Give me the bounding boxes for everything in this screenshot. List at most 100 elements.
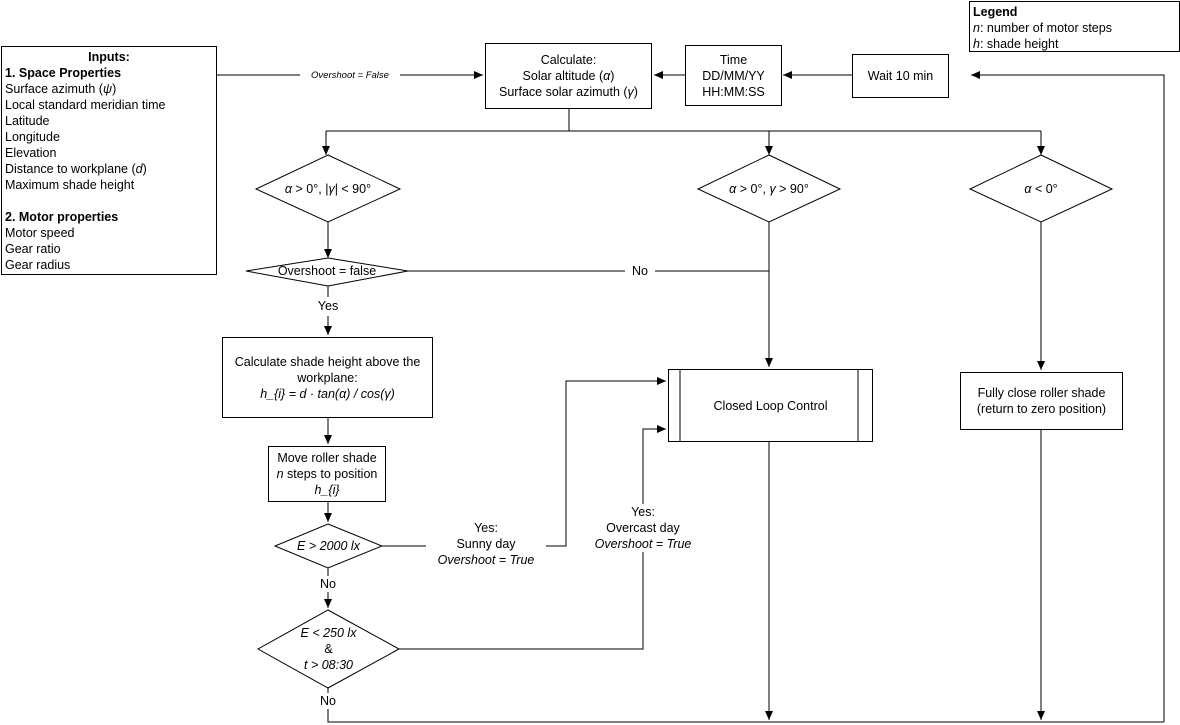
d1-text-b: | < 90° [334,182,372,196]
e250-line3: t > 08:30 [304,658,353,672]
input-distance-symbol: d [135,162,143,176]
edge-label-overcast: Yes: Overcast day Overshoot = True [583,504,703,552]
shade-line1: Calculate shade height above the [234,354,421,369]
calc-altitude-end: ) [610,69,615,83]
d1-gamma: γ [328,182,335,196]
legend-box: Legend n: number of motor steps h: shade… [969,1,1180,52]
decision-d3-label: α < 0° [970,181,1112,197]
inputs-box: Inputs: 1. Space Properties Surface azim… [1,46,217,275]
edge-label-yes-overshoot: Yes [311,298,345,314]
input-gear-ratio: Gear ratio [5,242,61,256]
overcast-day: Overcast day [606,521,680,535]
edge-label-no-e2000: No [313,576,343,592]
legend-h-entry: h: shade height [973,36,1176,52]
time-box: Time DD/MM/YY HH:MM:SS [685,45,782,106]
edge-label-no-e250: No [313,693,343,709]
d2-text-a: > 0°, [736,182,770,196]
calculate-solar-altitude: Solar altitude (α) [523,68,615,84]
d2-alpha: α [729,182,737,196]
overcast-yes: Yes: [631,505,655,519]
shade-formula: h_{i} = d · tan(α) / cos(γ) [260,386,395,401]
overcast-overshoot: Overshoot = True [594,537,692,551]
input-motor-speed: Motor speed [5,226,75,240]
edge-e250-no [327,708,352,723]
move-line3: h_{i} [314,483,340,497]
input-distance-end: ) [142,162,147,176]
move-roller-shade-box: Move roller shade n steps to position h_… [268,446,386,502]
calculate-box: Calculate: Solar altitude (α) Surface so… [485,43,652,109]
inputs-title: Inputs: [88,50,130,64]
d1-text: α > 0°, |γ| < 90° [285,181,371,197]
move-line2: n steps to position [277,466,378,482]
d1-text-a: > 0°, | [292,182,329,196]
sunny-overshoot: Overshoot = True [437,553,535,567]
input-distance-text: Distance to workplane ( [5,162,136,176]
input-distance: Distance to workplane (d) [5,161,213,177]
sunny-yes: Yes: [474,521,498,535]
decision-d1-label: α > 0°, |γ| < 90° [256,181,400,197]
decision-d2-label: α > 0°, γ > 90° [698,181,840,197]
move-line1: Move roller shade [277,451,377,465]
input-surface-azimuth: Surface azimuth (ψ) [5,81,213,97]
move-n: n [276,467,284,481]
decision-d3-shape [968,154,1114,223]
inputs-section-motor: 2. Motor properties [5,210,119,224]
input-latitude: Latitude [5,114,50,128]
fully-close-box: Fully close roller shade (return to zero… [960,372,1123,430]
move-line2-text: steps to position [283,467,378,481]
decision-overshoot-label: Overshoot = false [246,263,408,279]
legend-n-desc: : number of motor steps [979,21,1112,35]
inputs-section-space: 1. Space Properties [5,66,122,80]
calc-azimuth-symbol: γ [627,85,634,99]
edge-label-no-overshoot: No [625,263,655,279]
d3-text: α < 0° [1024,181,1057,197]
decision-e250-shape [256,609,401,689]
d1-alpha: α [284,182,293,196]
decision-e2000-label: E > 2000 lx [275,538,382,554]
decision-e2000-shape [273,523,384,569]
legend-title: Legend [973,5,1018,19]
input-surface-azimuth-end: ) [112,82,117,96]
input-longitude: Longitude [5,130,60,144]
decision-d2-shape [696,154,842,223]
time-date-format: DD/MM/YY [702,68,765,83]
input-local-time: Local standard meridian time [5,98,166,112]
sunny-day: Sunny day [456,537,516,551]
legend-h-desc: : shade height [979,37,1059,51]
fully-close-line2: (return to zero position) [976,402,1107,416]
edge-loop-to-wait [971,71,1165,722]
inputs-spacer [5,193,213,209]
calc-azimuth-text: Surface solar azimuth ( [499,85,628,99]
input-gear-radius: Gear radius [5,258,71,272]
time-clock-format: HH:MM:SS [702,84,765,99]
calculate-surface-azimuth: Surface solar azimuth (γ) [499,84,638,100]
calc-altitude-text: Solar altitude ( [522,69,604,83]
calculate-title: Calculate: [540,53,597,67]
e2000-text: E > 2000 lx [297,539,360,553]
shade-line2: workplane: [297,370,358,385]
d2-text: α > 0°, γ > 90° [729,181,809,197]
e250-line1: E < 250 lx [300,626,357,640]
d3-alpha: α [1024,182,1032,196]
d2-text-b: > 90° [775,182,809,196]
time-title: Time [719,52,748,67]
input-surface-azimuth-text: Surface azimuth ( [5,82,103,96]
input-surface-azimuth-symbol: ψ [102,82,113,96]
legend-n-entry: n: number of motor steps [973,20,1176,36]
input-max-shade: Maximum shade height [5,178,135,192]
edge-label-overshoot-false: Overshoot = False [300,68,400,84]
legend-h-var: h [973,37,980,51]
legend-n-var: n [973,21,980,35]
calc-altitude-symbol: α [603,69,611,83]
e250-line2: & [324,642,333,656]
d2-gamma: γ [769,182,776,196]
decision-overshoot-shape [245,257,409,287]
calc-shade-height-box: Calculate shade height above the workpla… [222,337,433,418]
edge-label-sunny: Yes: Sunny day Overshoot = True [426,520,546,568]
calc-azimuth-end: ) [633,85,638,99]
d3-text-a: < 0° [1031,182,1058,196]
wait-box: Wait 10 min [852,54,949,98]
overshoot-text: Overshoot = false [277,264,377,278]
decision-d1-shape [254,154,402,223]
closed-loop-label: Closed Loop Control [713,398,828,413]
